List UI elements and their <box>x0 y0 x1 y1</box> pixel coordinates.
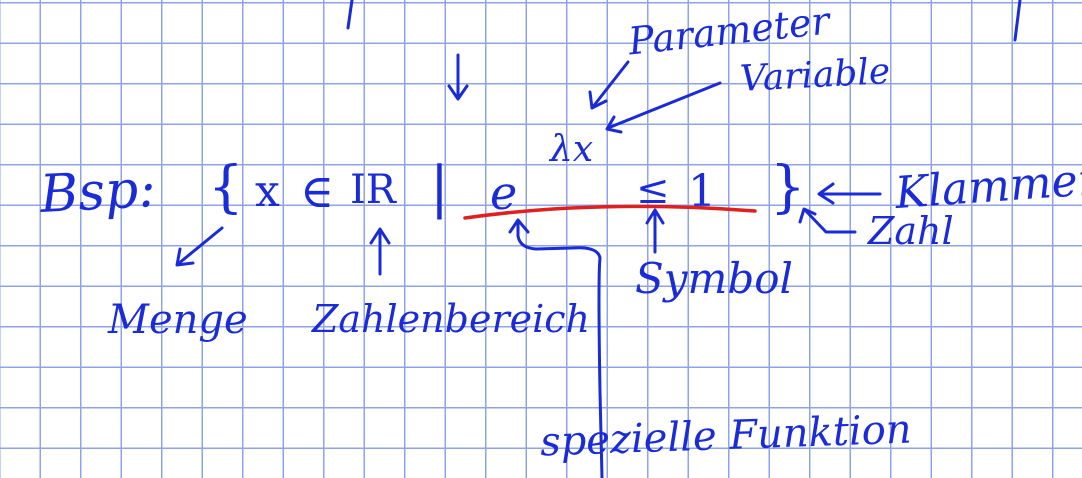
label-set: Menge <box>108 297 248 343</box>
relation-symbol: ≤ <box>636 167 670 213</box>
parameter-arrow-icon <box>588 60 630 110</box>
separator-bar: | <box>430 155 449 220</box>
variable-arrow-icon <box>605 81 722 134</box>
label-number-range: Zahlenbereich <box>312 297 591 341</box>
special-function-arrow-icon <box>508 218 604 478</box>
number-arrow-icon <box>798 207 857 234</box>
label-symbol: Symbol <box>635 254 793 303</box>
label-number: Zahl <box>868 209 954 253</box>
symbol-arrow-icon <box>645 208 665 254</box>
function-base: e <box>490 166 518 220</box>
label-variable: Variable <box>739 51 892 100</box>
open-brace: { <box>208 155 244 220</box>
stray-stroke-right <box>1013 0 1022 42</box>
set-variable: x <box>255 166 280 217</box>
set-arrow-icon <box>175 226 224 267</box>
example-prefix: Bsp: <box>38 159 158 225</box>
close-brace: } <box>770 155 806 220</box>
arrow-down-icon <box>447 53 469 101</box>
exponent: λx <box>550 129 594 170</box>
number-range-arrow-icon <box>369 227 391 276</box>
element-of-symbol: ∈ <box>300 164 335 218</box>
label-bracket: Klammer <box>893 153 1082 220</box>
number-set: IR <box>350 167 396 213</box>
stray-stroke-left <box>346 0 354 30</box>
bound-number: 1 <box>688 166 716 217</box>
highlight-underline <box>463 204 757 220</box>
bracket-arrow-icon <box>817 182 882 205</box>
